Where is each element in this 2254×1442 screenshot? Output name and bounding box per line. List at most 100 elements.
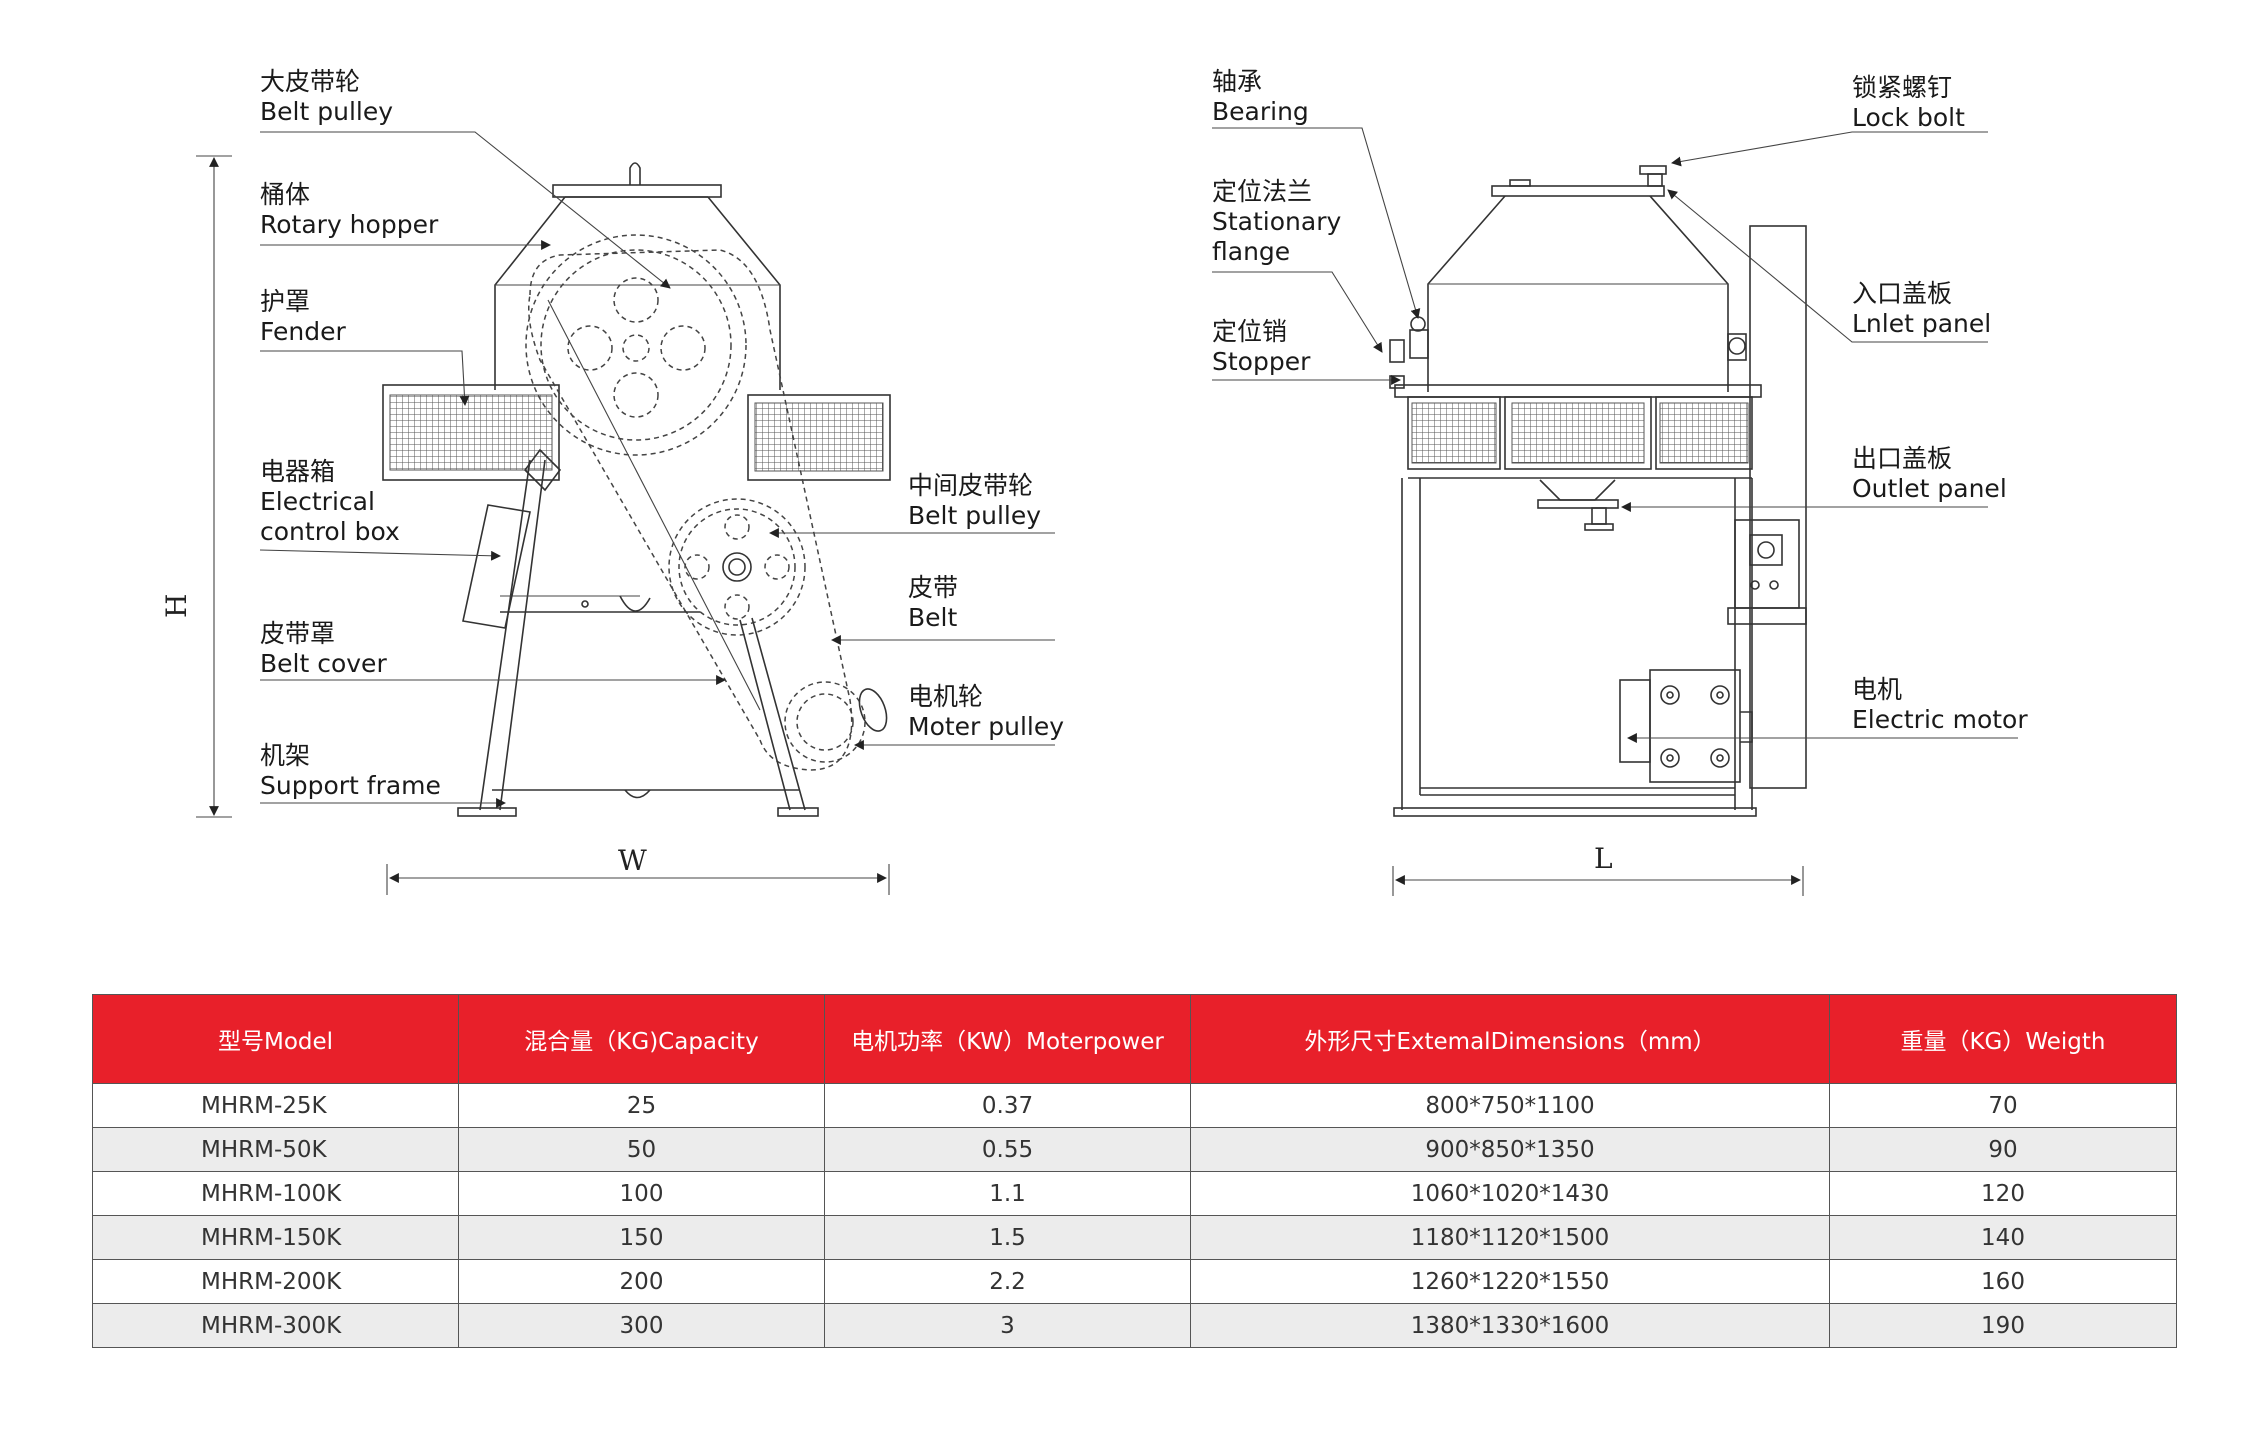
- cell-model: MHRM-25K: [92, 1083, 459, 1128]
- spec-table-header-row: 型号Model 混合量（KG)Capacity 电机功率（KW）Moterpow…: [92, 994, 2177, 1084]
- cell-model: MHRM-150K: [92, 1215, 459, 1260]
- table-row: MHRM-100K 100 1.1 1060*1020*1430 120: [92, 1171, 2177, 1216]
- svg-text:中间皮带轮: 中间皮带轮: [908, 471, 1033, 500]
- cell-capacity: 100: [458, 1171, 825, 1216]
- svg-text:电机轮: 电机轮: [908, 682, 983, 711]
- svg-text:Belt cover: Belt cover: [260, 649, 387, 678]
- cell-model: MHRM-50K: [92, 1127, 459, 1172]
- svg-text:轴承: 轴承: [1212, 67, 1262, 96]
- svg-text:入口盖板: 入口盖板: [1852, 279, 1952, 308]
- label-lock-bolt: 锁紧螺钉 Lock bolt: [1671, 73, 1988, 167]
- dimension-width-label: W: [618, 844, 647, 877]
- svg-text:出口盖板: 出口盖板: [1852, 444, 1952, 473]
- label-inlet-panel: 入口盖板 Lnlet panel: [1667, 189, 1991, 343]
- svg-text:定位法兰: 定位法兰: [1212, 177, 1312, 206]
- cell-dimensions: 800*750*1100: [1190, 1083, 1830, 1128]
- label-fender: 护罩 Fender: [260, 287, 470, 406]
- svg-text:大皮带轮: 大皮带轮: [260, 67, 360, 96]
- svg-text:锁紧螺钉: 锁紧螺钉: [1852, 73, 1952, 102]
- cell-dimensions: 1060*1020*1430: [1190, 1171, 1830, 1216]
- cell-capacity: 50: [458, 1127, 825, 1172]
- svg-text:Moter pulley: Moter pulley: [908, 712, 1064, 741]
- label-outlet-panel: 出口盖板 Outlet panel: [1621, 444, 2007, 512]
- svg-text:control box: control box: [260, 517, 400, 546]
- cell-dimensions: 1260*1220*1550: [1190, 1259, 1830, 1304]
- svg-text:护罩: 护罩: [260, 287, 310, 316]
- cell-dimensions: 900*850*1350: [1190, 1127, 1830, 1172]
- side-view-drawing: [1389, 165, 1807, 817]
- svg-text:Support frame: Support frame: [260, 771, 441, 800]
- svg-text:Bearing: Bearing: [1212, 97, 1309, 126]
- cell-motor-power: 0.37: [824, 1083, 1191, 1128]
- dimension-height-label: H: [160, 594, 193, 618]
- cell-capacity: 150: [458, 1215, 825, 1260]
- label-electric-motor: 电机 Electric motor: [1627, 675, 2028, 743]
- label-support-frame: 机架 Support frame: [260, 741, 506, 808]
- front-view-drawing: [382, 162, 891, 817]
- svg-text:机架: 机架: [260, 741, 310, 770]
- header-dimensions: 外形尺寸ExtemalDimensions（mm）: [1190, 994, 1830, 1084]
- svg-text:桶体: 桶体: [260, 180, 310, 209]
- svg-text:Electrical: Electrical: [260, 487, 375, 516]
- cell-weight: 160: [1829, 1259, 2177, 1304]
- svg-text:皮带: 皮带: [908, 573, 958, 602]
- dimension-length-label: L: [1594, 842, 1613, 875]
- cell-motor-power: 0.55: [824, 1127, 1191, 1172]
- table-row: MHRM-50K 50 0.55 900*850*1350 90: [92, 1127, 2177, 1172]
- label-bearing: 轴承 Bearing: [1212, 67, 1421, 319]
- cell-weight: 140: [1829, 1215, 2177, 1260]
- svg-text:Lnlet panel: Lnlet panel: [1852, 309, 1991, 338]
- svg-text:flange: flange: [1212, 237, 1290, 266]
- label-stationary-flange: 定位法兰 Stationary flange: [1212, 177, 1383, 353]
- label-stopper: 定位销 Stopper: [1212, 317, 1401, 385]
- cell-dimensions: 1380*1330*1600: [1190, 1303, 1830, 1348]
- cell-model: MHRM-300K: [92, 1303, 459, 1348]
- cell-model: MHRM-200K: [92, 1259, 459, 1304]
- svg-text:Stationary: Stationary: [1212, 207, 1341, 236]
- label-middle-belt-pulley: 中间皮带轮 Belt pulley: [769, 471, 1055, 538]
- dimension-length: L: [1392, 842, 1804, 896]
- cell-capacity: 300: [458, 1303, 825, 1348]
- label-electrical-control-box: 电器箱 Electrical control box: [259, 457, 501, 561]
- svg-text:皮带罩: 皮带罩: [260, 619, 335, 648]
- svg-text:定位销: 定位销: [1212, 317, 1287, 346]
- svg-text:Rotary hopper: Rotary hopper: [260, 210, 439, 239]
- svg-text:电器箱: 电器箱: [260, 457, 335, 486]
- machine-diagram: H W 大皮带轮 Belt pulley 桶体 Rotary hopper 护罩…: [160, 67, 2028, 896]
- cell-dimensions: 1180*1120*1500: [1190, 1215, 1830, 1260]
- cell-weight: 70: [1829, 1083, 2177, 1128]
- label-belt-cover: 皮带罩 Belt cover: [260, 619, 726, 685]
- cell-weight: 190: [1829, 1303, 2177, 1348]
- label-rotary-hopper: 桶体 Rotary hopper: [260, 180, 551, 250]
- svg-text:Fender: Fender: [260, 317, 346, 346]
- header-capacity: 混合量（KG)Capacity: [458, 994, 825, 1084]
- cell-capacity: 25: [458, 1083, 825, 1128]
- table-row: MHRM-200K 200 2.2 1260*1220*1550 160: [92, 1259, 2177, 1304]
- label-motor-pulley: 电机轮 Moter pulley: [854, 682, 1064, 750]
- dimension-height: H: [160, 155, 232, 818]
- cell-capacity: 200: [458, 1259, 825, 1304]
- header-motor-power: 电机功率（KW）Moterpower: [824, 994, 1191, 1084]
- svg-text:Outlet panel: Outlet panel: [1852, 474, 2007, 503]
- cell-motor-power: 2.2: [824, 1259, 1191, 1304]
- cell-model: MHRM-100K: [92, 1171, 459, 1216]
- table-row: MHRM-150K 150 1.5 1180*1120*1500 140: [92, 1215, 2177, 1260]
- cell-motor-power: 3: [824, 1303, 1191, 1348]
- svg-text:Belt: Belt: [908, 603, 957, 632]
- svg-text:Lock bolt: Lock bolt: [1852, 103, 1965, 132]
- svg-text:Electric motor: Electric motor: [1852, 705, 2028, 734]
- dimension-width: W: [386, 844, 890, 895]
- header-model: 型号Model: [92, 994, 459, 1084]
- cell-motor-power: 1.5: [824, 1215, 1191, 1260]
- spec-table: 型号Model 混合量（KG)Capacity 电机功率（KW）Moterpow…: [92, 994, 2177, 1348]
- svg-text:Belt pulley: Belt pulley: [908, 501, 1041, 530]
- svg-text:电机: 电机: [1852, 675, 1902, 704]
- table-row: MHRM-25K 25 0.37 800*750*1100 70: [92, 1083, 2177, 1128]
- svg-text:Stopper: Stopper: [1212, 347, 1311, 376]
- label-big-belt-pulley: 大皮带轮 Belt pulley: [260, 67, 671, 289]
- label-belt: 皮带 Belt: [831, 573, 1055, 645]
- table-row: MHRM-300K 300 3 1380*1330*1600 190: [92, 1303, 2177, 1348]
- cell-weight: 120: [1829, 1171, 2177, 1216]
- cell-weight: 90: [1829, 1127, 2177, 1172]
- svg-text:Belt pulley: Belt pulley: [260, 97, 393, 126]
